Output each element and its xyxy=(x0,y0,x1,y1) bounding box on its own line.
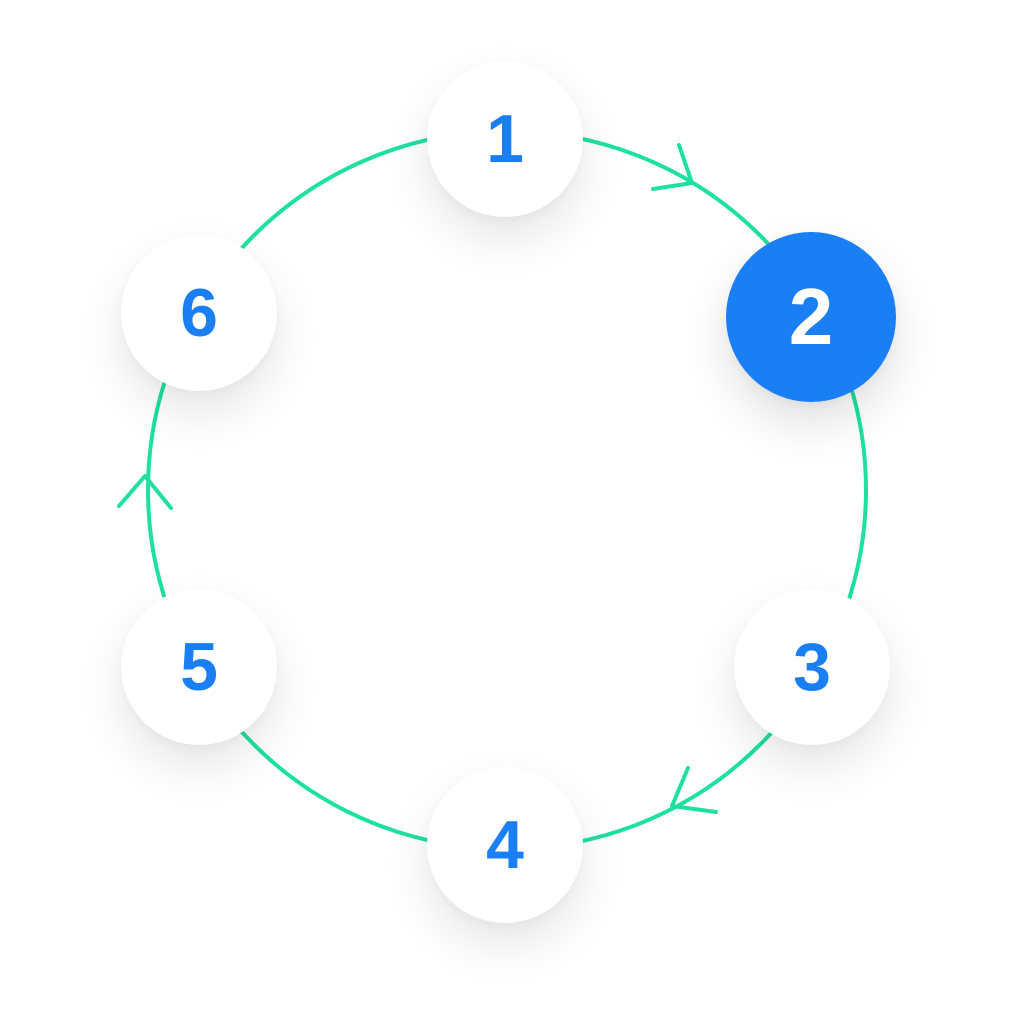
step-node-1[interactable]: 1 xyxy=(427,61,583,217)
step-number-5: 5 xyxy=(180,629,218,705)
arrow-chevron-1 xyxy=(651,143,694,191)
step-node-5[interactable]: 5 xyxy=(121,589,277,745)
step-number-2: 2 xyxy=(788,272,834,361)
step-node-6[interactable]: 6 xyxy=(121,235,277,391)
step-number-1: 1 xyxy=(486,101,524,177)
step-node-3[interactable]: 3 xyxy=(734,589,890,745)
step-number-6: 6 xyxy=(180,275,218,351)
cycle-ring xyxy=(146,129,868,851)
arrow-chevron-2 xyxy=(670,766,718,814)
step-node-4[interactable]: 4 xyxy=(427,767,583,923)
step-node-2[interactable]: 2 xyxy=(726,232,896,402)
step-number-3: 3 xyxy=(793,629,831,705)
arrow-chevron-3 xyxy=(117,474,173,510)
step-number-4: 4 xyxy=(486,807,524,883)
